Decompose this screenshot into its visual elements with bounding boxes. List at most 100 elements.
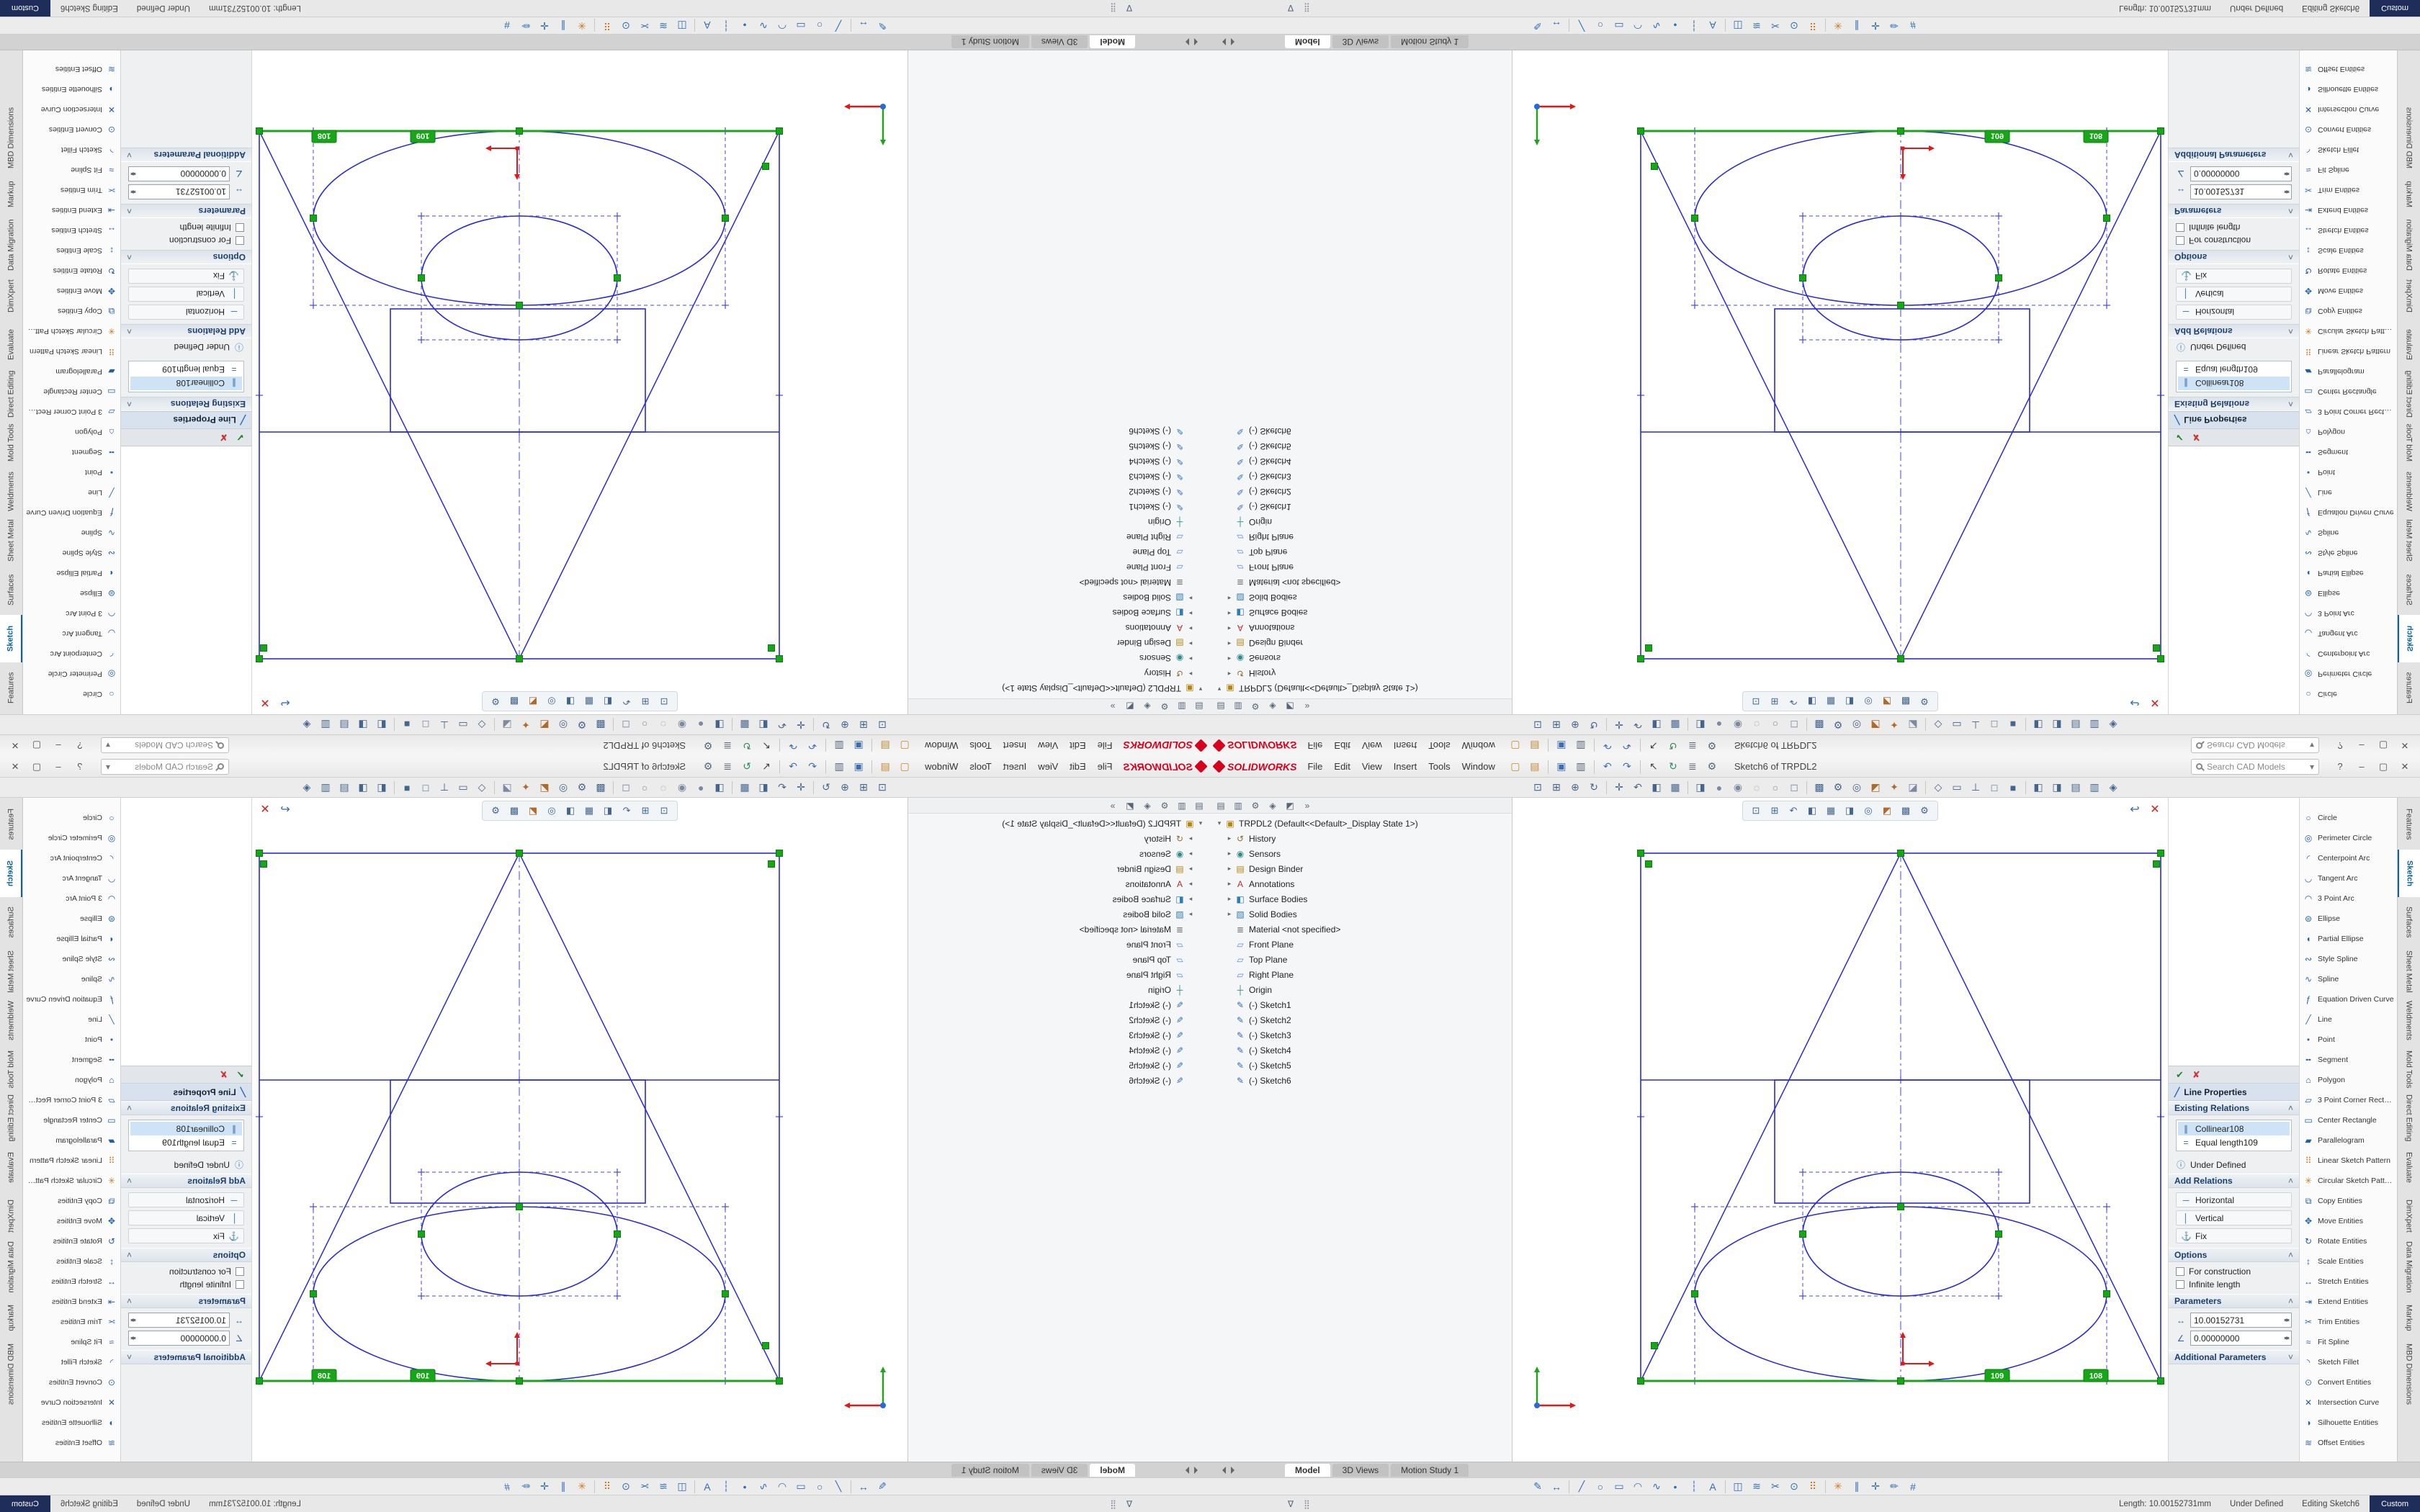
centerline-icon[interactable]: ┆ <box>1690 20 1698 32</box>
feature-tree-item[interactable]: ▸▧Solid Bodies <box>1211 906 1510 922</box>
mirror-entities-icon[interactable]: ◫ <box>677 20 687 32</box>
relation-item[interactable]: =Equal length109 <box>130 363 242 377</box>
expand-arrow-icon[interactable]: ▸ <box>1188 655 1193 662</box>
hidden-lines-removed-icon[interactable]: ○ <box>641 781 648 793</box>
feature-tree-item[interactable]: ✎(-) Sketch1 <box>910 997 1209 1012</box>
linear-pattern-icon[interactable]: ⠿ <box>603 1480 611 1492</box>
apply-scene-icon[interactable]: ▩ <box>1901 805 1911 816</box>
shaded-icon[interactable]: ● <box>1716 781 1723 793</box>
perspective-icon[interactable]: ◇ <box>478 719 486 731</box>
view-orientation-icon[interactable]: ▦ <box>584 696 594 707</box>
sketch-tool-stretch-entities[interactable]: ↔Stretch Entities <box>23 1272 120 1292</box>
line-icon[interactable]: ╱ <box>1578 1480 1585 1492</box>
right-view-icon[interactable]: ◨ <box>2052 781 2062 793</box>
view-settings-icon[interactable]: ⚙ <box>1920 805 1929 816</box>
status-grip-icon[interactable]: ⣿ <box>1304 3 1310 14</box>
feature-tree-item[interactable]: ✎(-) Sketch1 <box>1211 500 1510 515</box>
shaded-edges-icon[interactable]: ◉ <box>677 719 687 731</box>
tab-3d-views[interactable]: 3D Views <box>1332 35 1389 49</box>
convert-entities-icon[interactable]: ⊙ <box>622 20 630 32</box>
cancel-icon[interactable]: ✘ <box>2192 432 2200 444</box>
menu-insert[interactable]: Insert <box>1393 761 1417 772</box>
add-relation-horizontal[interactable]: ─Horizontal <box>2176 305 2292 320</box>
rebuild-icon[interactable]: ↻ <box>743 740 751 752</box>
menu-view[interactable]: View <box>1038 761 1059 772</box>
command-tab-data-migration[interactable]: Data Migration <box>2404 219 2414 271</box>
parameters-header[interactable]: Parameters <box>121 1294 251 1308</box>
parameter-input[interactable] <box>2190 1331 2292 1346</box>
command-tab-surfaces[interactable]: Surfaces <box>6 574 16 606</box>
sketch-tool-parallelogram[interactable]: ▰Parallelogram <box>23 1130 120 1151</box>
circular-pattern-icon[interactable]: ✳ <box>1834 1480 1842 1492</box>
shaded-edges-icon[interactable]: ◉ <box>677 781 687 793</box>
sketch-tool-style-spline[interactable]: ∾Style Spline <box>23 949 120 969</box>
relation-item[interactable]: ∥Collinear108 <box>2178 377 2290 390</box>
close-icon[interactable]: ✕ <box>2401 740 2409 752</box>
file-properties-icon[interactable]: ≣ <box>723 740 732 752</box>
undo-icon[interactable]: ↶ <box>808 760 817 772</box>
feature-tree-item[interactable]: ▱Right Plane <box>1211 967 1510 982</box>
expand-arrow-icon[interactable]: ▸ <box>1227 670 1232 678</box>
expand-arrow-icon[interactable]: ▾ <box>1217 819 1222 827</box>
apply-scene-icon[interactable]: ▩ <box>509 805 519 816</box>
normal-to-icon[interactable]: ⊥ <box>1971 719 1981 731</box>
options-icon[interactable]: ⚙ <box>1707 740 1717 752</box>
feature-tree-item[interactable]: ✎(-) Sketch2 <box>910 1012 1209 1027</box>
feature-tree-item[interactable]: ▸◉Sensors <box>1211 846 1510 861</box>
existing-relations-header[interactable]: Existing Relations <box>2169 1101 2299 1115</box>
arc-icon[interactable]: ◠ <box>1633 20 1643 32</box>
feature-tree-item[interactable]: ✎(-) Sketch5 <box>1211 439 1510 454</box>
smart-dimension-icon[interactable]: ↔ <box>859 1480 869 1493</box>
convert-entities-icon[interactable]: ⊙ <box>1790 1480 1798 1492</box>
apply-scene-icon[interactable]: ▩ <box>1814 719 1824 731</box>
feature-tree-item[interactable]: ▸↺History <box>1211 666 1510 681</box>
expand-arrow-icon[interactable]: ▸ <box>1188 895 1193 902</box>
option-for-construction[interactable]: For construction <box>2176 1266 2292 1277</box>
zoom-area-icon[interactable]: ⊞ <box>1552 781 1561 793</box>
feature-tree-item[interactable]: ✎(-) Sketch2 <box>910 485 1209 500</box>
featuremanager-icon[interactable]: ▤ <box>1216 800 1225 811</box>
hidden-lines-visible-icon[interactable]: ◌ <box>1753 719 1760 731</box>
sketch-tool-linear-pattern[interactable]: ⠿Linear Sketch Pattern <box>23 1151 120 1171</box>
grid-icon[interactable]: # <box>1910 1480 1916 1493</box>
sketch-tool-stretch-entities[interactable]: ↔Stretch Entities <box>2300 1272 2397 1292</box>
option-for-construction[interactable]: For construction <box>128 235 244 246</box>
undo-icon[interactable]: ↶ <box>1603 760 1612 772</box>
menu-tools[interactable]: Tools <box>969 761 992 772</box>
checkbox-icon[interactable] <box>236 1267 244 1276</box>
feature-tree-item[interactable]: ▸↺History <box>1211 831 1510 846</box>
sketch-tool-rotate-entities[interactable]: ↻Rotate Entities <box>23 1231 120 1251</box>
new-file-icon[interactable]: ▢ <box>1510 740 1520 752</box>
command-tab-data-migration[interactable]: Data Migration <box>6 1241 16 1293</box>
sketch-tool-line[interactable]: ╱Line <box>23 482 120 503</box>
menu-file[interactable]: File <box>1097 761 1113 772</box>
edit-appearance-icon[interactable]: ◩ <box>528 805 538 816</box>
smart-dimension-icon[interactable]: ↔ <box>1551 19 1561 32</box>
new-file-icon[interactable]: ▢ <box>900 740 910 752</box>
menu-file[interactable]: File <box>1307 761 1323 772</box>
sketch-tool-scale-entities[interactable]: ↕Scale Entities <box>23 1251 120 1272</box>
apply-scene-icon[interactable]: ▩ <box>1814 781 1824 793</box>
command-tab-sketch[interactable]: Sketch <box>0 615 22 662</box>
spline-icon[interactable]: ∿ <box>759 1480 768 1492</box>
offset-entities-icon[interactable]: ≋ <box>659 20 668 32</box>
feature-tree-item[interactable]: ┼Origin <box>910 982 1209 997</box>
circle-icon[interactable]: ○ <box>816 1480 823 1493</box>
hide-show-items-icon[interactable]: ◎ <box>547 805 556 816</box>
spline-icon[interactable]: ∿ <box>759 20 768 32</box>
left-view-icon[interactable]: ◧ <box>377 781 387 793</box>
edit-appearance-icon[interactable]: ◩ <box>1882 696 1892 707</box>
sketch-tool-scale-entities[interactable]: ↕Scale Entities <box>2300 240 2397 261</box>
sketch-tool-convert-entities[interactable]: ⊙Convert Entities <box>2300 120 2397 140</box>
feature-tree-item[interactable]: ✎(-) Sketch1 <box>1211 997 1510 1012</box>
exit-sketch-icon[interactable]: ↩ <box>2130 696 2140 708</box>
add-relation-vertical[interactable]: │Vertical <box>128 1210 244 1225</box>
existing-relations-list[interactable]: ∥Collinear108=Equal length109 <box>2176 1120 2292 1151</box>
close-icon[interactable]: ✕ <box>11 760 19 772</box>
feature-tree-item[interactable]: ✎(-) Sketch6 <box>1211 424 1510 439</box>
hidden-lines-visible-icon[interactable]: ◌ <box>1753 781 1760 793</box>
view-settings-icon[interactable]: ⚙ <box>577 781 587 793</box>
